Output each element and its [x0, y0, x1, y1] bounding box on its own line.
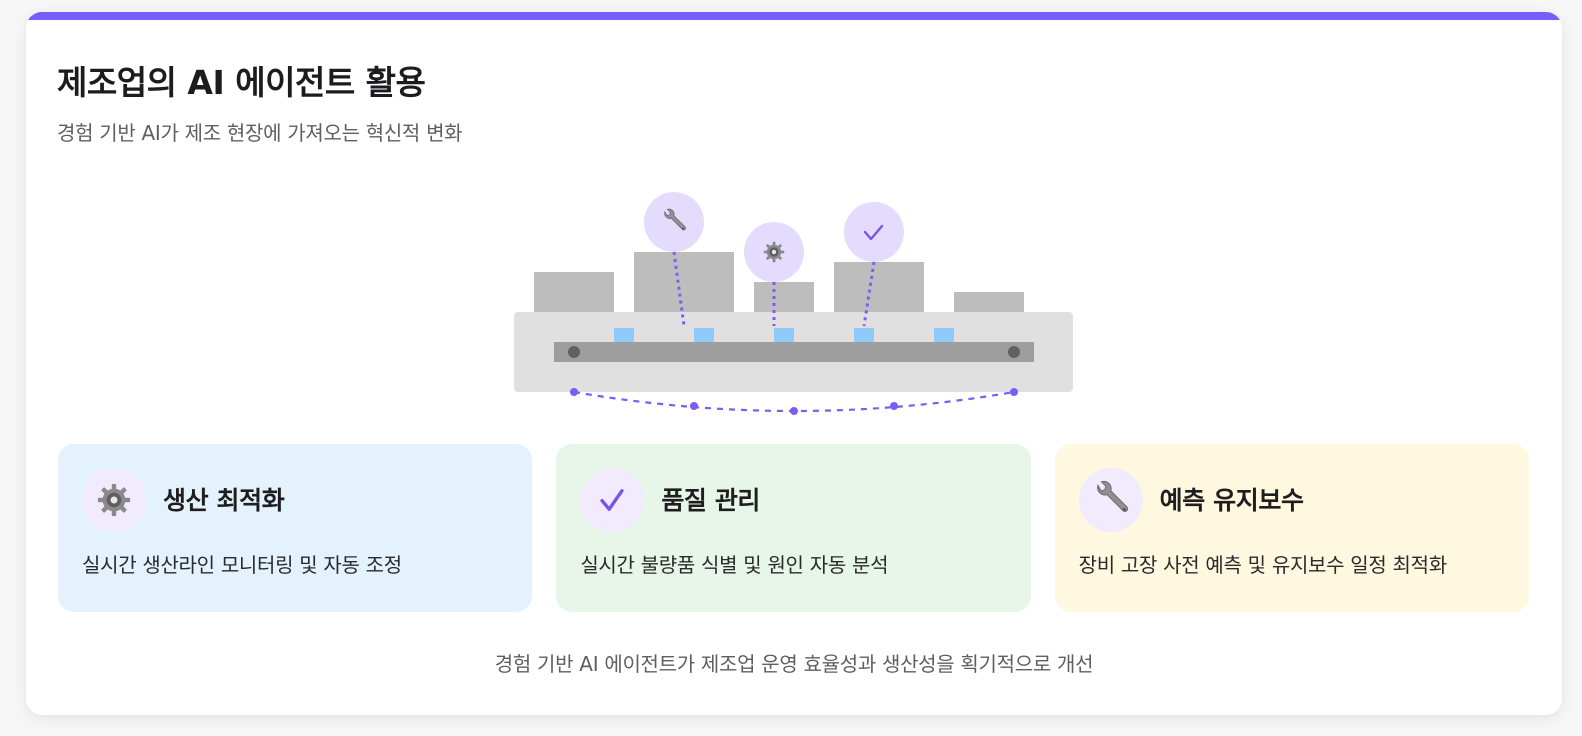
gear-icon: [82, 468, 146, 532]
ai-bubble-maintenance: [644, 192, 704, 252]
machine-5: [954, 292, 1024, 312]
feature-cards: 생산 최적화 실시간 생산라인 모니터링 및 자동 조정 품질 관리 실시간 불…: [58, 444, 1529, 612]
conveyor-belt: [554, 342, 1034, 362]
machine-3: [754, 282, 814, 312]
product-item: [934, 328, 954, 342]
check-icon: [580, 468, 645, 532]
machine-1: [534, 272, 614, 312]
production-platform: [514, 312, 1073, 392]
feature-card-production: 생산 최적화 실시간 생산라인 모니터링 및 자동 조정: [58, 444, 533, 612]
feature-description: 장비 고장 사전 예측 및 유지보수 일정 최적화: [1078, 553, 1448, 577]
feature-card-maintenance: 예측 유지보수 장비 고장 사전 예측 및 유지보수 일정 최적화: [1054, 444, 1529, 612]
machine-2: [634, 252, 734, 312]
product-item: [694, 328, 714, 342]
feature-description: 실시간 불량품 식별 및 원인 자동 분석: [580, 553, 889, 577]
conveyor-roller-right: [1008, 346, 1020, 358]
footer-summary: 경험 기반 AI 에이전트가 제조업 운영 효율성과 생산성을 획기적으로 개선: [494, 652, 1094, 676]
network-curve: [573, 390, 1015, 413]
feature-title: 품질 관리: [661, 486, 761, 515]
ai-bubble-production: [744, 222, 804, 282]
page-title: 제조업의 AI 에이전트 활용: [57, 63, 426, 102]
page-subtitle: 경험 기반 AI가 제조 현장에 가져오는 혁신적 변화: [57, 121, 463, 145]
wrench-icon: [1078, 468, 1143, 532]
feature-card-quality: 품질 관리 실시간 불량품 식별 및 원인 자동 분석: [556, 444, 1031, 612]
product-item: [774, 328, 794, 342]
feature-description: 실시간 생산라인 모니터링 및 자동 조정: [82, 553, 402, 577]
ai-bubble-quality: [844, 202, 904, 262]
feature-title: 예측 유지보수: [1159, 486, 1304, 515]
machine-4: [834, 262, 924, 312]
main-card: 제조업의 AI 에이전트 활용 경험 기반 AI가 제조 현장에 가져오는 혁신…: [26, 12, 1562, 715]
conveyor-roller-left: [568, 346, 580, 358]
feature-title: 생산 최적화: [163, 486, 285, 515]
accent-bar: [26, 12, 1562, 20]
product-item: [614, 328, 634, 342]
product-item: [854, 328, 874, 342]
